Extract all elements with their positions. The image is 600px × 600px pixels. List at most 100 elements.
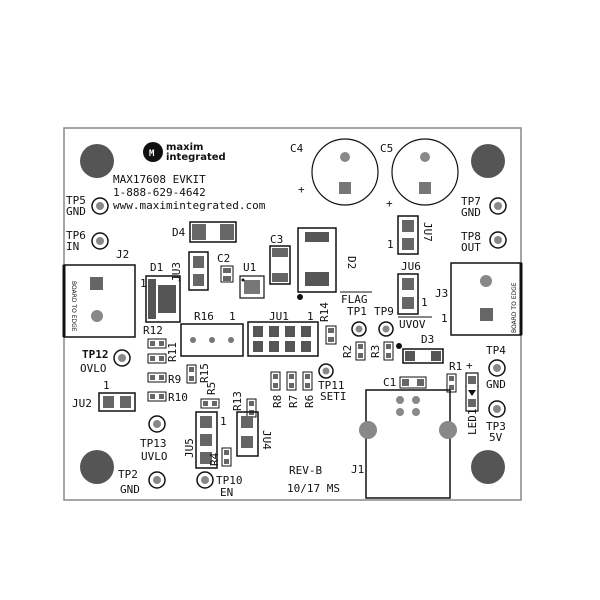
resistor-r2 [355,341,366,361]
label-r8: R8 [271,395,284,408]
pin1-ju2: 1 [103,379,110,392]
label-r3: R3 [369,345,382,358]
testpoint-tp4 [488,359,506,377]
label-tp10: TP10 [216,474,243,487]
pin1-ju7: 1 [387,238,394,251]
label-r10: R10 [168,391,188,404]
edge-label-j3: BOARD TO EDGE [511,282,518,333]
label-tp13-net: UVLO [141,450,168,463]
label-ju3: JU3 [170,262,183,282]
connector-j3 [450,262,523,336]
cap-c2 [220,265,234,283]
label-tp3-net: 5V [489,431,503,444]
label-d2: D2 [345,256,358,269]
label-ju7: JU7 [421,222,434,242]
label-d1: D1 [150,261,163,274]
resistor-r10 [147,391,167,402]
label-tp6: TP6 [66,229,86,242]
testpoint-tp3 [488,400,506,418]
resistor-r15 [186,364,197,384]
mounting-hole-tl [80,144,114,178]
ic-u1 [239,275,265,299]
diode-d3 [402,348,444,364]
label-c2: C2 [217,252,230,265]
resistor-r6 [302,371,313,391]
resistor-r9 [147,372,167,383]
testpoint-tp11 [318,363,334,379]
cap-c3 [269,245,291,285]
label-ju6: JU6 [401,260,421,273]
cap-c4 [311,138,379,206]
testpoint-tp10 [196,471,214,489]
pin1-ju1: 1 [307,310,314,323]
revision-text: REV-B [289,464,322,477]
jumper-ju4 [236,411,259,457]
label-d4: D4 [172,226,186,239]
label-tp6-net: IN [66,240,79,253]
jumper-ju7 [397,215,419,255]
jumper-ju6 [397,273,419,315]
jumper-ju3 [188,251,209,291]
pot-r16 [180,323,244,357]
testpoint-tp12 [113,349,131,367]
label-r5: R5 [205,382,218,395]
label-c1: C1 [383,376,396,389]
label-j2: J2 [116,248,129,261]
label-tp5-net: GND [66,205,86,218]
logo-line2: integrated [166,152,226,163]
label-ju2: JU2 [72,397,92,410]
label-ju5: JU5 [183,438,196,458]
label-u1: U1 [243,261,256,274]
label-c5: C5 [380,142,393,155]
resistor-r14 [325,325,337,345]
resistor-r5 [200,398,220,409]
label-j1: J1 [351,463,364,476]
maxim-logo: M maxim integrated [143,142,226,163]
label-ju1: JU1 [269,310,289,323]
label-r15: R15 [198,363,211,383]
testpoint-tp8 [489,231,507,249]
label-tp8: TP8 [461,230,481,243]
logo-line1: maxim [166,142,203,153]
edge-label-j2: BOARD TO EDGE [70,281,77,332]
pin1-r16: 1 [229,310,236,323]
testpoint-tp5 [91,197,109,215]
label-r1: R1 [449,360,462,373]
connector-j1 [359,389,457,499]
pin1-j3: 1 [441,312,448,325]
label-tp11: TP11 [318,379,345,392]
mounting-hole-bl [80,450,114,484]
jumper-ju5 [195,411,218,469]
resistor-r7 [286,371,297,391]
label-r2: R2 [341,345,354,358]
phone-text: 1-888-629-4642 [113,186,206,199]
pin1-ju5: 1 [220,415,227,428]
label-r12: R12 [143,324,163,337]
label-r16: R16 [194,310,214,323]
plus-c4: + [298,183,305,196]
pin1-j2: 1 [140,277,147,290]
resistor-r11 [147,353,167,364]
testpoint-tp9 [378,321,394,337]
svg-text:M: M [149,149,155,159]
testpoint-tp1 [351,321,367,337]
revision-date: 10/17 MS [287,482,340,495]
testpoint-tp7 [489,197,507,215]
plus-led1: + [466,359,473,372]
label-tp10-net: EN [220,486,233,499]
diode-d2 [297,227,337,300]
testpoint-tp13 [148,415,166,433]
label-r9: R9 [168,373,181,386]
diode-d1 [145,275,181,323]
model-text: MAX17608 EVKIT [113,173,206,186]
label-j3: J3 [435,287,448,300]
label-tp9: TP9 [374,305,394,318]
diode-d4 [189,221,237,243]
label-tp5: TP5 [66,194,86,207]
mounting-hole-tr [471,144,505,178]
testpoint-tp6 [91,232,109,250]
label-flag: FLAG [341,293,368,306]
label-tp1: TP1 [347,305,367,318]
label-tp7: TP7 [461,195,481,208]
